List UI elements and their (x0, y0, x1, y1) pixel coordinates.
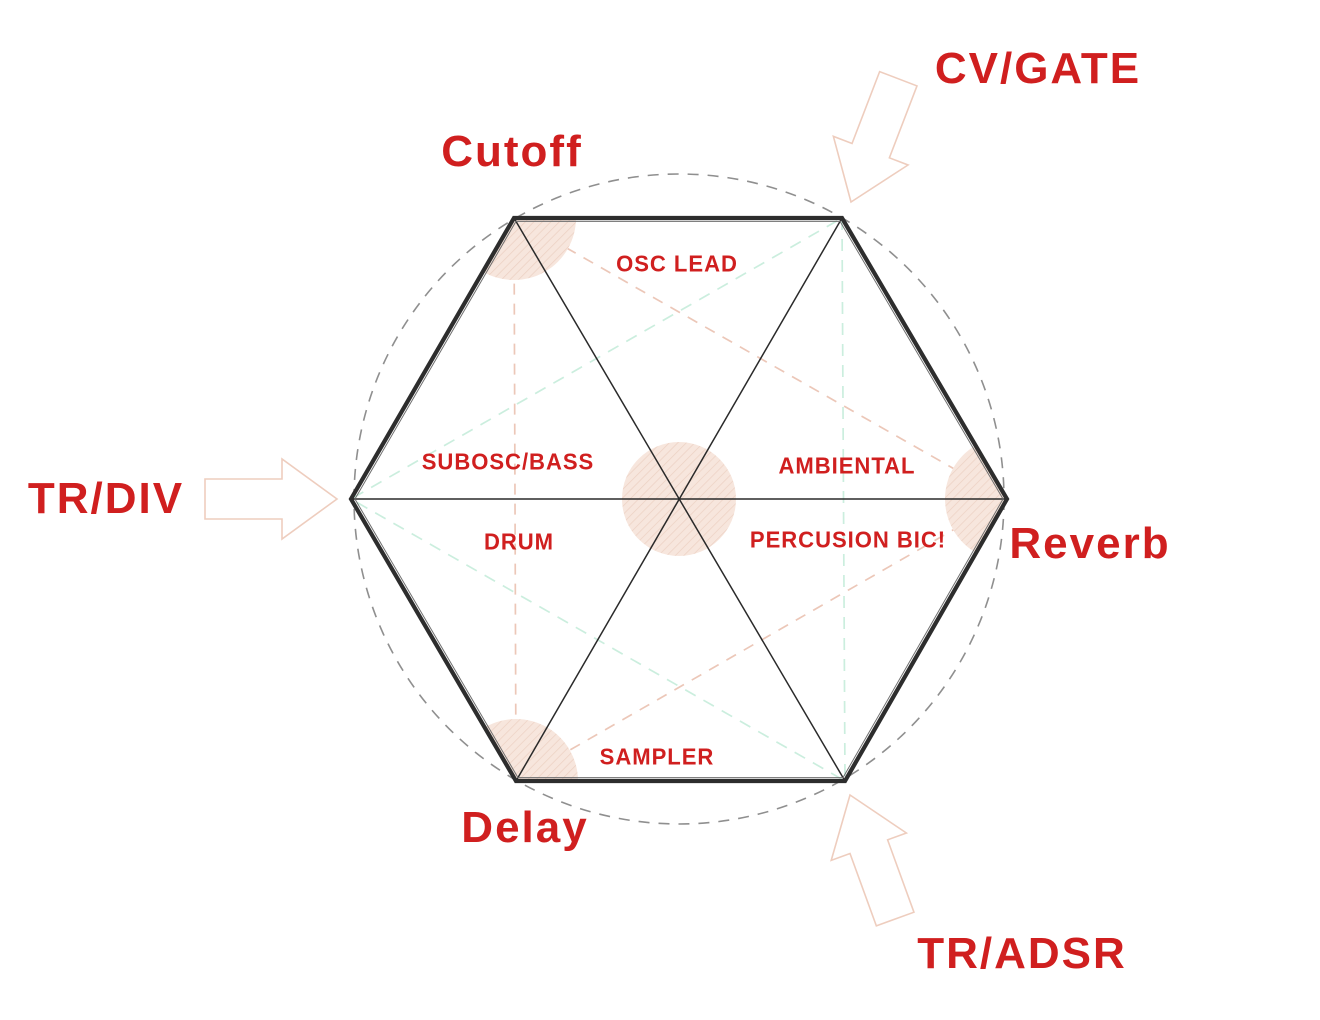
cv-gate-arrow-icon (832, 70, 919, 204)
sector-label-sampler: SAMPLER (599, 743, 715, 770)
hexagon-diagonals (351, 217, 1007, 782)
label-delay: Delay (461, 803, 589, 852)
diagonal-tr-bl (515, 217, 843, 782)
hexagon-inner-line (354, 220, 1004, 779)
sector-label-subosc-bass: SUBOSC/BASS (421, 448, 595, 475)
hexagon-outline (348, 215, 1010, 784)
tr-div-arrow-icon (204, 457, 339, 541)
label-reverb: Reverb (1009, 519, 1171, 568)
tr-adsr-arrow-icon (830, 793, 915, 927)
sector-label-percusion: PERCUSION BIC! (749, 526, 947, 553)
sector-label-osc-lead: OSC LEAD (616, 250, 738, 277)
sector-label-ambiental: AMBIENTAL (778, 452, 916, 479)
label-tr-adsr: TR/ADSR (917, 929, 1127, 978)
label-cv-gate: CV/GATE (934, 44, 1142, 93)
label-cutoff: Cutoff (441, 127, 583, 176)
label-tr-div: TR/DIV (27, 474, 185, 523)
sector-label-drum: DRUM (483, 528, 555, 555)
